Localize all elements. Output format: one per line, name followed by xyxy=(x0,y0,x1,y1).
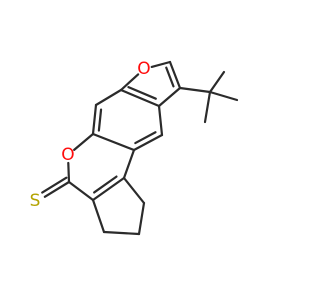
bond-c4-s xyxy=(43,180,71,198)
bond-opyr-c4 xyxy=(67,161,71,184)
bond-c3a-c4b-inner xyxy=(93,175,118,194)
bond-c5a-c6-inner xyxy=(97,108,103,132)
bond-c9-c9a xyxy=(157,86,182,108)
bond-c3a-c4b xyxy=(91,176,126,202)
structure-diagram: O O S xyxy=(30,59,239,236)
bond-c9-tbu xyxy=(178,86,212,94)
bond-tbu-m1 xyxy=(208,70,226,94)
bond-c5a-c6 xyxy=(91,103,98,136)
bond-c4a-c5a xyxy=(91,132,136,152)
bond-c6-c7a xyxy=(94,88,123,107)
bond-tbu-m2 xyxy=(208,90,239,102)
atom-s-thione: S xyxy=(30,191,41,211)
bond-c3-c3a xyxy=(91,198,106,234)
bond-c9a-c10 xyxy=(157,104,164,137)
bond-c7a-ofur xyxy=(119,73,140,92)
bond-ofur-c8 xyxy=(150,60,172,69)
atom-label-layer: O O S xyxy=(30,59,151,211)
bond-c1-c2 xyxy=(137,201,146,236)
bond-c4-s-second xyxy=(41,176,68,194)
atom-o-pyran: O xyxy=(61,145,74,165)
molecule-canvas: O O S xyxy=(29,59,239,236)
bond-c10-c4a xyxy=(132,133,164,152)
bond-c4-c3a xyxy=(67,180,95,202)
bond-c2-c3 xyxy=(102,230,141,236)
bond-c9a-c7a-inner xyxy=(127,86,157,100)
bond-c8-c9 xyxy=(168,60,182,90)
bond-c10-c4a-inner xyxy=(134,131,157,145)
bond-c5a-opyr xyxy=(73,132,95,151)
atom-o-furan: O xyxy=(137,59,150,79)
bond-c8-c9-inner xyxy=(165,66,175,88)
bond-layer xyxy=(41,60,239,236)
bond-c9a-c7a xyxy=(119,88,161,108)
bond-c4b-c4a xyxy=(122,148,136,180)
bond-tbu-m3 xyxy=(203,90,212,124)
bond-c4b-c1 xyxy=(122,176,146,205)
